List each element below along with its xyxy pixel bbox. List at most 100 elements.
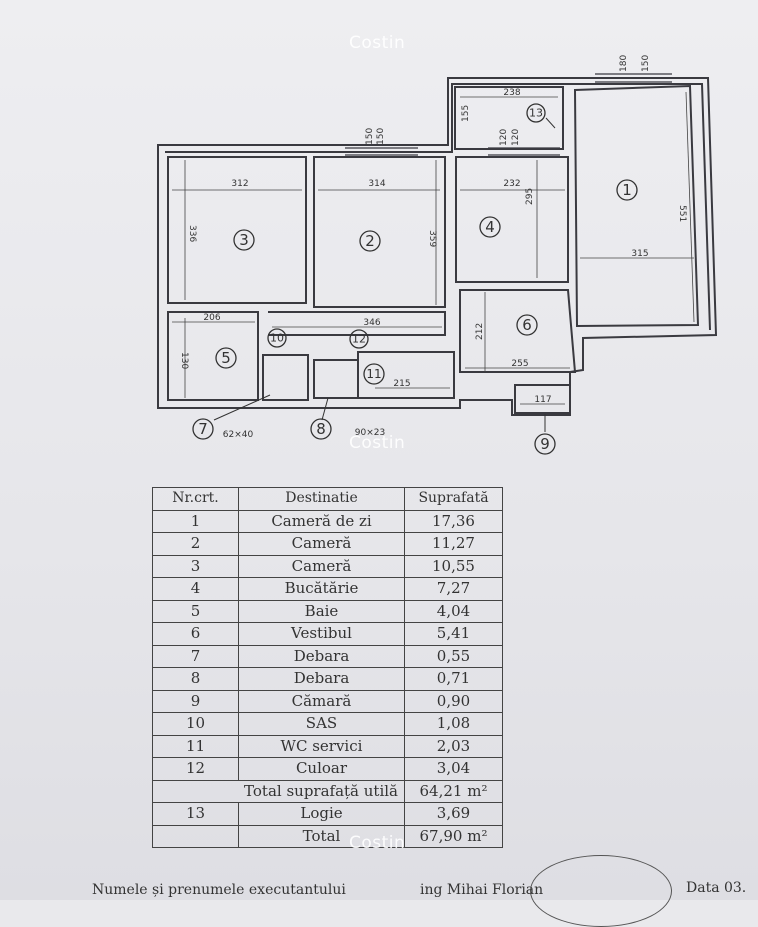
watermark-bottom: Costin	[349, 833, 406, 853]
room-9-number: 9	[540, 435, 550, 453]
cell-destinatie: Debara	[238, 644, 405, 668]
room-8-number: 8	[316, 420, 326, 438]
room-7-number: 7	[198, 420, 208, 438]
cell-nr: 8	[152, 667, 239, 691]
header-suprafata: Suprafată	[404, 487, 503, 511]
dim-255: 255	[511, 359, 528, 369]
dim-206: 206	[203, 313, 220, 323]
dim-295: 295	[525, 188, 535, 205]
total-value: 67,90 m²	[404, 824, 503, 848]
cell-suprafata: 7,27	[404, 577, 503, 601]
cell-destinatie: Cameră	[238, 554, 405, 578]
dim-62x40: 62×40	[223, 430, 254, 440]
cell-suprafata: 0,71	[404, 667, 503, 691]
cell-nr: 12	[152, 757, 239, 781]
cell-nr: 4	[152, 577, 239, 601]
total-label: Total	[238, 824, 405, 848]
cell-destinatie: SAS	[238, 712, 405, 736]
room-1-number: 1	[622, 181, 632, 199]
total-row: Total 67,90 m²	[152, 824, 503, 848]
cell-suprafata: 5,41	[404, 622, 503, 646]
dim-215: 215	[393, 379, 410, 389]
logia-number: 13	[152, 802, 239, 826]
executant-label: Numele și prenumele executantului	[92, 882, 346, 898]
cell-nr: 10	[152, 712, 239, 736]
watermark-middle: Costin	[349, 433, 406, 453]
logia-value: 3,69	[404, 802, 503, 826]
room-5-number: 5	[221, 349, 231, 367]
cell-suprafata: 11,27	[404, 532, 503, 556]
dim-150-a: 150	[365, 128, 375, 145]
dim-359: 359	[427, 230, 437, 247]
room-12-number: 12	[352, 333, 366, 346]
cell-suprafata: 4,04	[404, 599, 503, 623]
room-10-number: 10	[270, 332, 284, 345]
dim-314: 314	[368, 179, 385, 189]
cell-destinatie: WC servici	[238, 734, 405, 758]
header-destinatie: Destinatie	[238, 487, 405, 511]
dim-120-b: 120	[511, 129, 521, 146]
cell-suprafata: 0,90	[404, 689, 503, 713]
dim-212: 212	[475, 323, 485, 340]
table-header-row: Nr.crt. Destinatie Suprafată	[152, 487, 503, 511]
dim-90x23: 90×23	[355, 428, 385, 438]
cell-destinatie: Cameră	[238, 532, 405, 556]
cell-destinatie: Cămară	[238, 689, 405, 713]
cell-suprafata: 3,04	[404, 757, 503, 781]
room-13-number: 13	[529, 107, 543, 120]
dim-346: 346	[363, 318, 380, 328]
dim-336: 336	[187, 225, 197, 242]
cell-nr: 9	[152, 689, 239, 713]
cell-destinatie: Culoar	[238, 757, 405, 781]
cell-nr: 11	[152, 734, 239, 758]
dim-180: 180	[619, 55, 629, 72]
cell-suprafata: 1,08	[404, 712, 503, 736]
useful-area-label: Total suprafață utilă	[152, 779, 405, 803]
dim-117: 117	[534, 395, 551, 405]
cell-destinatie: Bucătărie	[238, 577, 405, 601]
useful-area-value: 64,21 m²	[404, 779, 503, 803]
cell-suprafata: 0,55	[404, 644, 503, 668]
cell-nr: 7	[152, 644, 239, 668]
room-6-number: 6	[522, 316, 532, 334]
room-4-number: 4	[485, 218, 495, 236]
logia-label: Logie	[238, 802, 405, 826]
cell-suprafata: 10,55	[404, 554, 503, 578]
engineer-name: ing Mihai Florian	[420, 882, 544, 898]
dim-238: 238	[503, 88, 520, 98]
dim-130: 130	[179, 352, 189, 369]
watermark-top: Costin	[349, 33, 406, 53]
dim-551: 551	[677, 205, 687, 222]
cell-destinatie: Vestibul	[238, 622, 405, 646]
cell-nr: 3	[152, 554, 239, 578]
room-3-number: 3	[239, 231, 249, 249]
cell-destinatie: Debara	[238, 667, 405, 691]
cell-destinatie: Baie	[238, 599, 405, 623]
room-2-number: 2	[365, 232, 375, 250]
dim-315: 315	[631, 249, 648, 259]
dim-312: 312	[231, 179, 248, 189]
stamp	[530, 855, 672, 927]
cell-suprafata: 17,36	[404, 509, 503, 533]
dim-120-a: 120	[499, 129, 509, 146]
dim-155: 155	[461, 105, 471, 122]
dim-150-b: 150	[376, 128, 386, 145]
header-nr: Nr.crt.	[152, 487, 239, 511]
dim-150-c: 150	[641, 55, 651, 72]
useful-area-row: Total suprafață utilă 64,21 m²	[152, 779, 503, 803]
cell-nr: 6	[152, 622, 239, 646]
cell-nr: 5	[152, 599, 239, 623]
dim-232: 232	[503, 179, 520, 189]
cell-destinatie: Cameră de zi	[238, 509, 405, 533]
cell-nr: 1	[152, 509, 239, 533]
